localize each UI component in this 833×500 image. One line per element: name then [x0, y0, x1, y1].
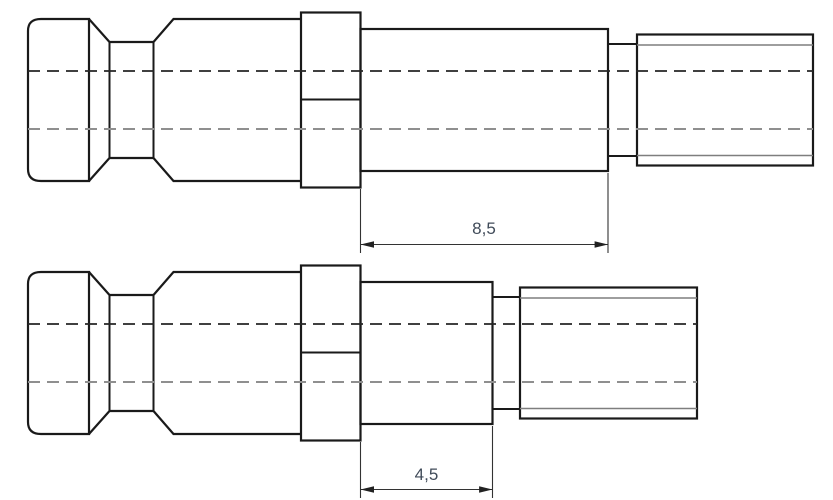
dimension-arrow-right [479, 486, 493, 493]
thread-relief-neck [608, 43, 637, 157]
shaft-body [359, 280, 494, 426]
thread-section [635, 33, 815, 167]
shaft-body [359, 27, 610, 173]
dimension-extension-lines [359, 426, 494, 498]
view-lower-shaft: 4,5 [26, 264, 699, 498]
dimension-upper: 8,5 [359, 173, 609, 253]
view-upper-shaft: 8,5 [26, 11, 815, 253]
dimension-extension-lines [359, 173, 609, 253]
dimension-lower: 4,5 [359, 426, 494, 498]
thread-minor-lines [637, 44, 813, 157]
neck-taper-profile [88, 17, 301, 183]
dimension-arrow-right [594, 241, 608, 248]
dimension-text-lower: 4,5 [415, 465, 439, 484]
neck-edge-lines [108, 42, 155, 158]
thread-section [518, 286, 699, 420]
neck-taper-profile [88, 270, 301, 436]
dimension-arrow-left [360, 241, 374, 248]
head-outline [26, 270, 91, 436]
neck-edge-lines [108, 295, 155, 411]
dimension-text-upper: 8,5 [472, 219, 496, 238]
head-outline [26, 17, 91, 183]
thread-relief-neck [492, 296, 520, 410]
thread-minor-lines [520, 297, 697, 410]
dimension-arrow-left [360, 486, 374, 493]
